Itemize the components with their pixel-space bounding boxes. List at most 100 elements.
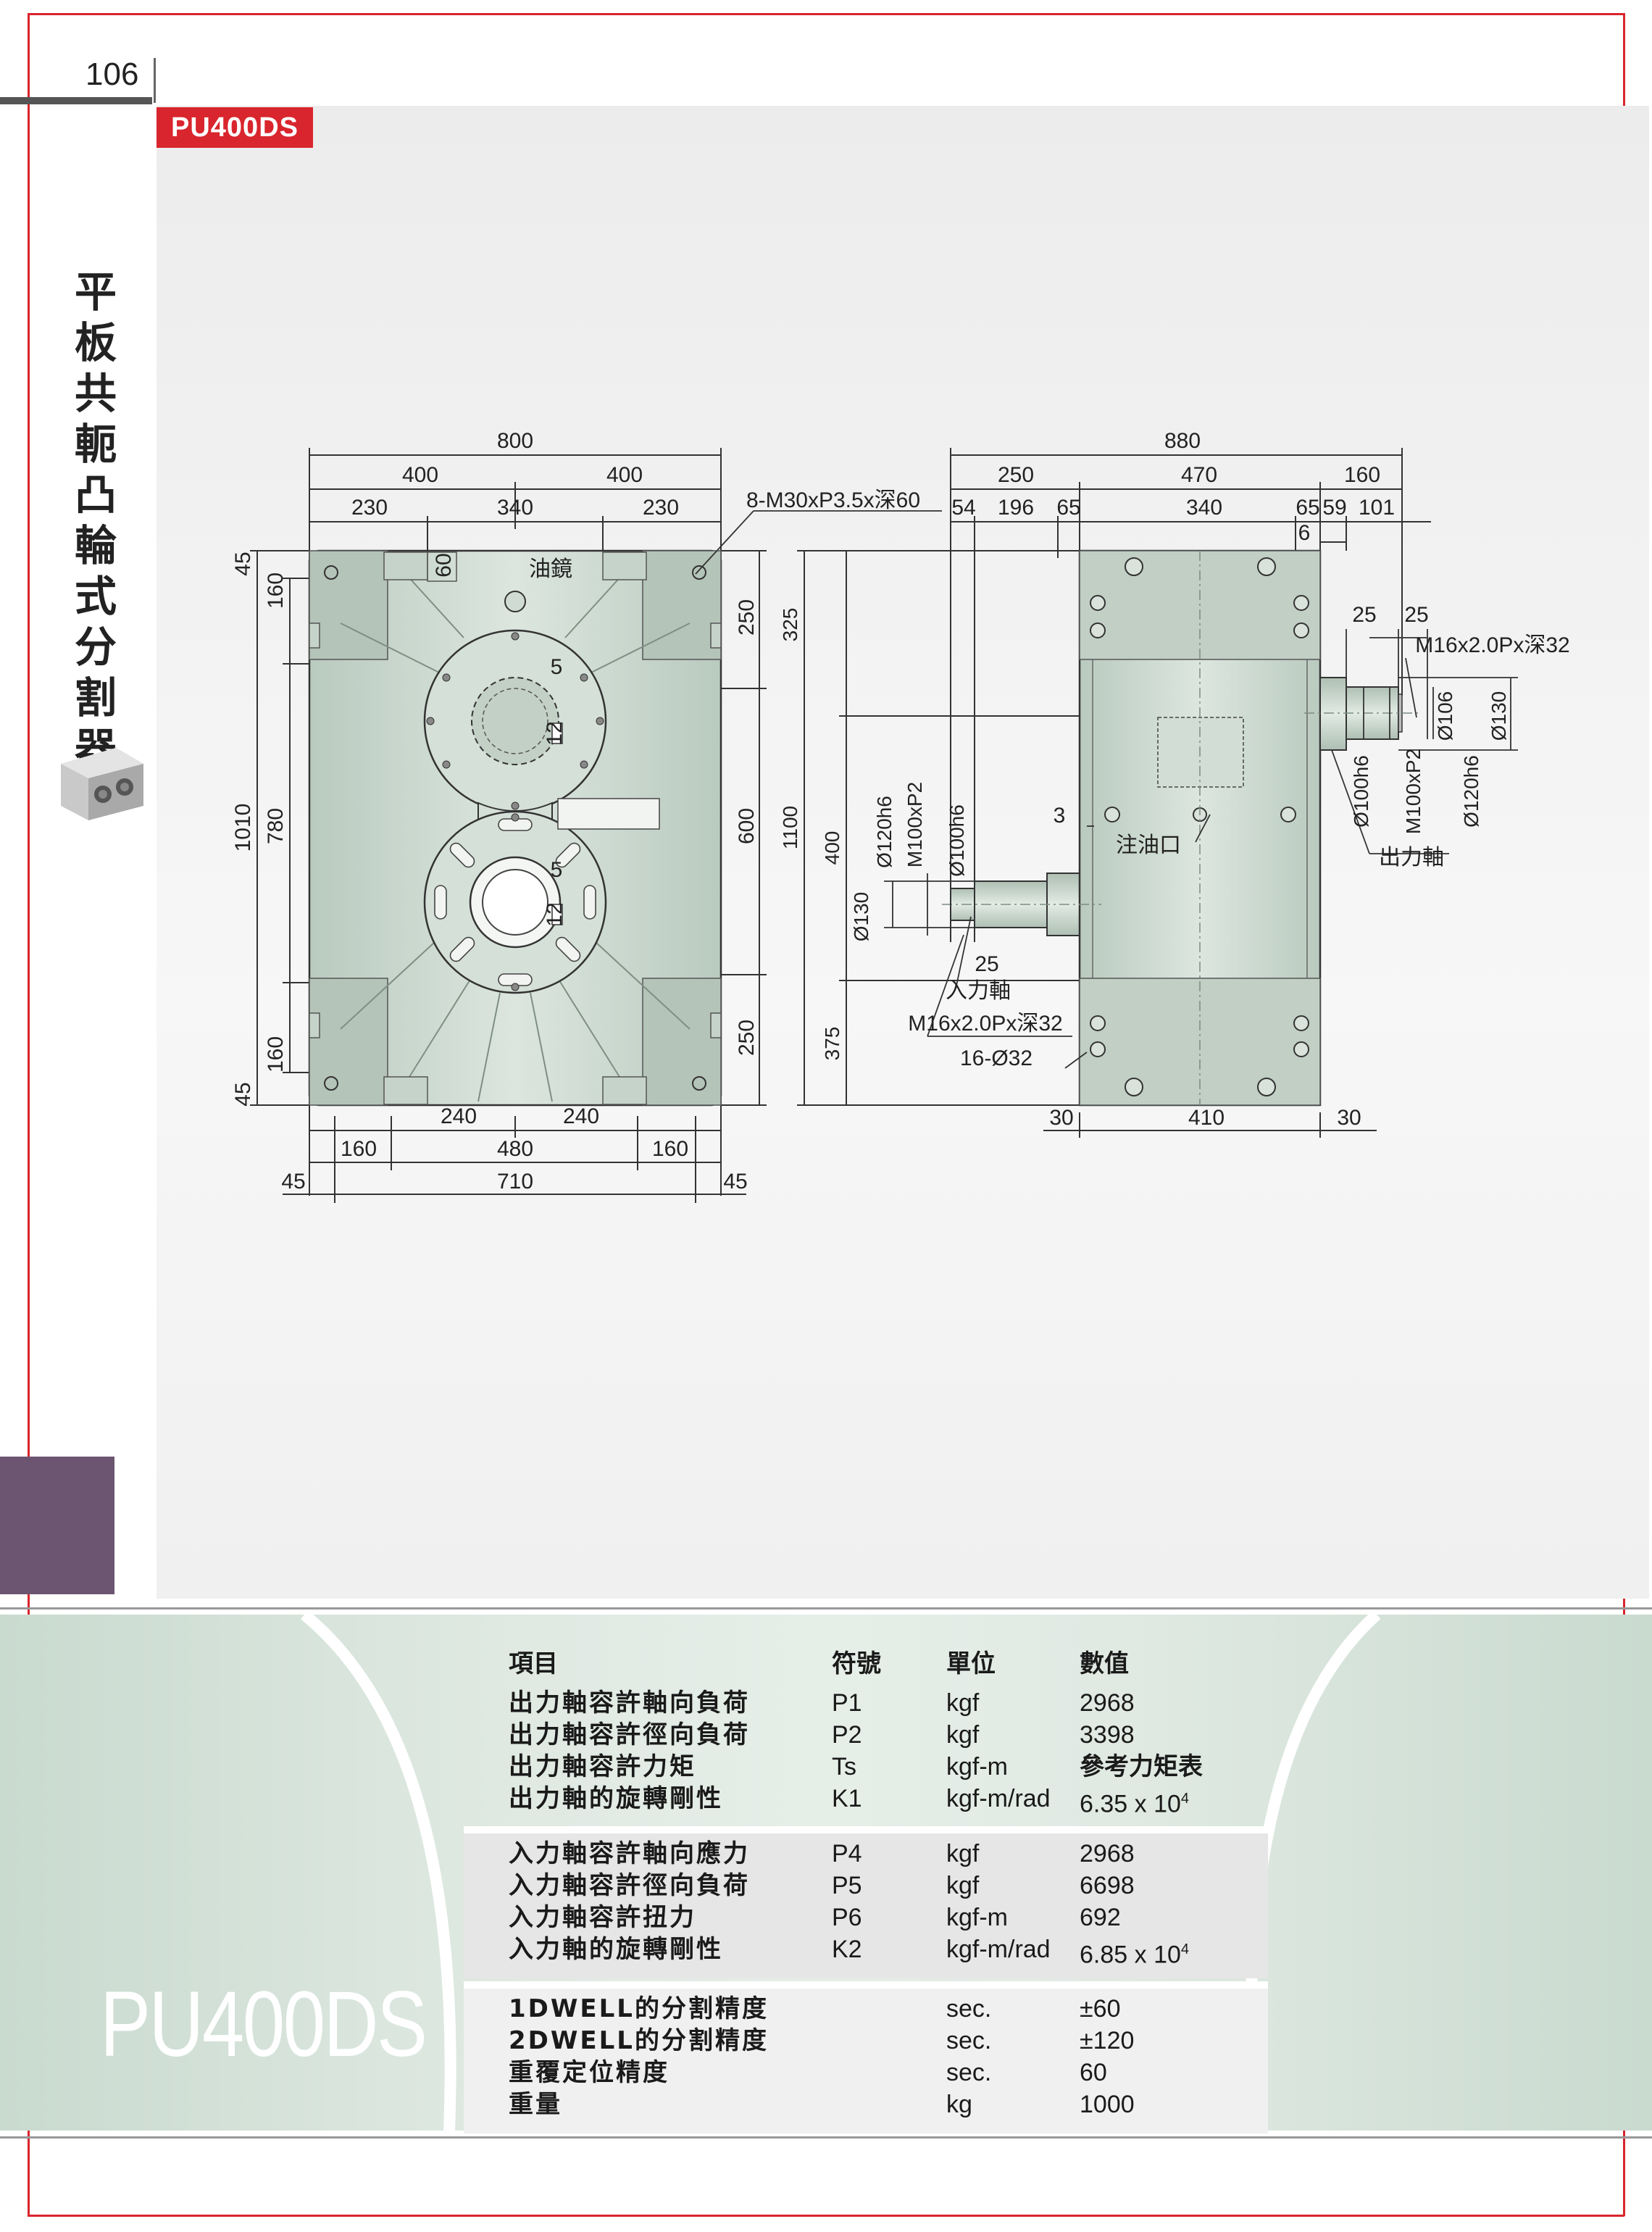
dim-250-top: 250 — [735, 599, 759, 636]
row-value: 2968 — [1080, 1689, 1135, 1717]
dim-54: 54 — [951, 496, 975, 520]
dim-240-left: 240 — [441, 1104, 477, 1128]
dim-600: 600 — [735, 808, 759, 844]
dia-130-out: Ø130 — [1488, 691, 1510, 741]
row-item: 入力軸的旋轉剛性 — [509, 1935, 723, 1964]
model-badge: PU400DS — [157, 107, 313, 148]
page-number: 106 — [85, 57, 139, 92]
dim-65-right: 65 — [1296, 496, 1319, 520]
dim-240-right: 240 — [563, 1104, 599, 1128]
dim-375: 375 — [821, 1027, 843, 1061]
row-item: 出力軸容許軸向負荷 — [509, 1688, 750, 1717]
dim-325: 325 — [779, 608, 801, 642]
row-item: 入力軸容許徑向負荷 — [509, 1871, 750, 1900]
row-value: 2968 — [1080, 1840, 1135, 1867]
header-unit: 單位 — [946, 1649, 996, 1678]
group-separator-2 — [464, 1981, 1268, 1989]
section-tab — [0, 1457, 114, 1594]
table-bottom-rule — [0, 2136, 1652, 2139]
row-unit: kgf — [946, 1872, 980, 1899]
dim-25-in: 25 — [975, 952, 998, 976]
dim-60: 60 — [432, 553, 456, 577]
row-symbol: P6 — [832, 1904, 862, 1931]
dim-45-left: 45 — [281, 1170, 305, 1194]
dim-780: 780 — [264, 808, 288, 844]
row-value: 1000 — [1080, 2091, 1135, 2118]
dim-1100: 1100 — [779, 806, 801, 849]
row-unit: sec. — [946, 1995, 992, 2023]
row-value: ±120 — [1080, 2027, 1135, 2054]
row-unit: kgf-m/rad — [946, 1785, 1051, 1812]
table-row: 2DWELL的分割精度 sec. ±120 — [464, 2025, 1268, 2057]
dim-6: 6 — [1298, 521, 1311, 545]
dim-340: 340 — [497, 496, 533, 520]
dim-160: 160 — [1344, 463, 1380, 487]
input-shaft-label: 入力軸 — [946, 979, 1011, 1003]
dim-250-bot: 250 — [735, 1020, 759, 1056]
table-row: 重覆定位精度 sec. 60 — [464, 2057, 1268, 2089]
table-row: 入力軸的旋轉剛性 K2 kgf-m/rad 6.85 x 104 — [464, 1933, 1268, 1969]
oil-inlet-label: 注油口 — [1116, 833, 1181, 857]
value-base: 6.35 x 10 — [1080, 1790, 1181, 1818]
dim-45-bot: 45 — [231, 1082, 255, 1106]
row-unit: kg — [946, 2091, 972, 2118]
table-row: 出力軸的旋轉剛性 K1 kgf-m/rad 6.35 x 104 — [464, 1783, 1268, 1817]
row-unit: sec. — [946, 2059, 992, 2086]
dim-470: 470 — [1181, 463, 1217, 487]
header-symbol: 符號 — [832, 1649, 881, 1678]
row-item: 重覆定位精度 — [509, 2058, 669, 2087]
table-row: 入力軸容許軸向應力 P4 kgf 2968 — [464, 1838, 1268, 1870]
dia-100h6-out: Ø100h6 — [1350, 755, 1372, 828]
row-item: 1DWELL的分割精度 — [509, 1994, 769, 2023]
dim-25-b: 25 — [1404, 603, 1428, 627]
dim-710: 710 — [497, 1170, 533, 1194]
big-model-name: PU400DS — [100, 1973, 427, 2076]
dim-230-left: 230 — [351, 496, 388, 520]
row-value: 6.35 x 104 — [1080, 1783, 1189, 1820]
dim-5-top: 5 — [551, 655, 563, 679]
row-symbol: P2 — [832, 1721, 862, 1749]
frame-line-top — [28, 13, 1624, 15]
dim-12-top: 12 — [543, 721, 567, 745]
row-item: 出力軸容許徑向負荷 — [509, 1720, 750, 1749]
dim-101: 101 — [1359, 496, 1395, 520]
m100-in: M100xP2 — [904, 782, 926, 867]
table-row: 入力軸容許徑向負荷 P5 kgf 6698 — [464, 1870, 1268, 1902]
row-value: 參考力矩表 — [1080, 1752, 1203, 1781]
front-view-body — [308, 549, 722, 1107]
frame-line-bottom — [28, 2215, 1624, 2217]
thread-note: 8-M30xP3.5x深60 — [746, 488, 920, 512]
dia-100h6-in: Ø100h6 — [946, 804, 968, 877]
dim-160-top: 160 — [264, 572, 288, 609]
row-unit: kgf-m — [946, 1904, 1008, 1931]
row-value: 3398 — [1080, 1721, 1135, 1749]
dim-5-bot: 5 — [551, 858, 563, 882]
value-exponent: 4 — [1180, 1941, 1190, 1957]
row-item: 重量 — [509, 2090, 562, 2119]
row-item: 出力軸容許力矩 — [509, 1752, 696, 1781]
value-base: 6.85 x 10 — [1080, 1941, 1181, 1969]
row-item: 入力軸容許軸向應力 — [509, 1839, 750, 1868]
output-thread: M16x2.0Px深32 — [1415, 633, 1569, 657]
side-title: 平板共軛凸輪式分割器 — [74, 267, 117, 773]
dim-12-bot: 12 — [543, 902, 567, 926]
row-item: 出力軸的旋轉剛性 — [509, 1784, 723, 1813]
table-row: 重量 kg 1000 — [464, 2089, 1268, 2120]
dim-45-right: 45 — [723, 1170, 747, 1194]
group-separator-1 — [464, 1826, 1268, 1833]
row-symbol: Ts — [832, 1753, 856, 1781]
table-row: 入力軸容許扭力 P6 kgf-m 692 — [464, 1902, 1268, 1933]
dim-3: 3 — [1054, 804, 1066, 828]
row-symbol: P1 — [832, 1689, 862, 1717]
dim-30-left: 30 — [1049, 1106, 1073, 1130]
row-unit: sec. — [946, 2027, 992, 2054]
page-number-rule — [0, 97, 152, 104]
row-item: 2DWELL的分割精度 — [509, 2026, 769, 2055]
dim-800: 800 — [497, 429, 533, 453]
row-value: 692 — [1080, 1904, 1121, 1931]
value-exponent: 4 — [1180, 1791, 1190, 1807]
spec-group-input: 入力軸容許軸向應力 P4 kgf 2968 入力軸容許徑向負荷 P5 kgf 6… — [464, 1833, 1268, 1978]
dim-30-right: 30 — [1337, 1106, 1361, 1130]
output-shaft-label: 出力軸 — [1379, 846, 1444, 870]
dim-65-left: 65 — [1056, 496, 1080, 520]
